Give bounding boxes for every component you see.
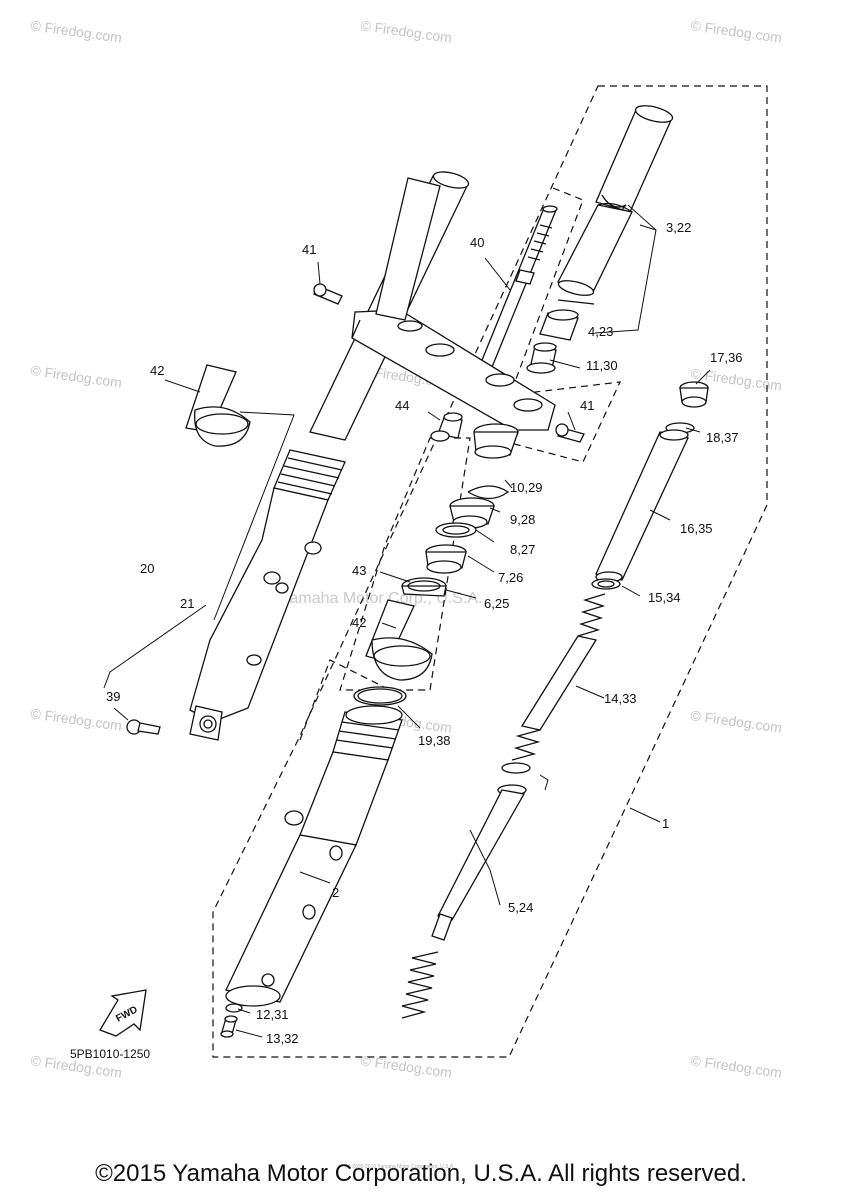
fwd-arrow: FWD [99, 989, 147, 1037]
callout-11-30: 11,30 [586, 358, 618, 373]
callout-15-34: 15,34 [648, 590, 681, 605]
copyright-notice: ©2015 Yamaha Motor Corporation, U.S.A. A… [95, 1160, 747, 1187]
callout-14-33: 14,33 [604, 691, 637, 706]
outline-lower-tube [299, 659, 391, 741]
callout-7-26: 7,26 [498, 570, 523, 585]
callout-10-29: 10,29 [510, 480, 543, 495]
ring-part-43 [401, 577, 447, 597]
spacer-part-16 [595, 429, 689, 583]
clip-part-9 [467, 485, 510, 500]
bushing-part-4 [539, 309, 579, 341]
callout-9-28: 9,28 [510, 512, 535, 527]
washer-part-15 [591, 578, 621, 590]
callout-8-27: 8,27 [510, 542, 535, 557]
watermark-top-right: © Firedog.com [690, 17, 783, 46]
callout-20: 20 [140, 561, 154, 576]
outline-assembly-1 [212, 85, 768, 1058]
callout-13-32: 13,32 [266, 1031, 299, 1046]
cover-part-42-upper [185, 364, 251, 447]
parts: FWD [99, 105, 709, 1038]
cap-part-44 [430, 412, 463, 442]
callout-21: 21 [180, 596, 194, 611]
lower-tube-part-2 [225, 705, 403, 1007]
damper-rod-part-5 [401, 762, 531, 1019]
callout-44: 44 [395, 398, 409, 413]
callout-39: 39 [106, 689, 120, 704]
watermark-top-left: © Firedog.com [30, 17, 123, 46]
callout-41-upper: 41 [302, 242, 316, 257]
callout-17-36: 17,36 [710, 350, 743, 365]
drain-bolt-part-13 [220, 1015, 238, 1038]
callout-43: 43 [352, 563, 366, 578]
watermark-left-1: © Firedog.com [30, 362, 123, 391]
washer-part-7 [435, 522, 477, 538]
o-ring-part-19 [353, 686, 407, 706]
cap-bolt-part-17 [679, 381, 709, 408]
callout-18-37: 18,37 [706, 430, 739, 445]
outline-upper-tube [479, 187, 621, 463]
watermark-top-mid: © Firedog.com [360, 17, 453, 46]
seal-part-8 [449, 497, 495, 529]
bolt-part-41-upper [313, 283, 343, 305]
watermarks: © Firedog.com © Firedog.com © Firedog.co… [30, 17, 783, 1081]
oil-seal-part-10 [473, 423, 519, 459]
callout-42-lower: 42 [352, 615, 366, 630]
bolt-part-41-lower [555, 423, 585, 443]
callout-3-22: 3,22 [666, 220, 691, 235]
watermark-right-2: © Firedog.com [690, 707, 783, 736]
fork-spring-part-14 [511, 593, 606, 761]
callout-40: 40 [470, 235, 484, 250]
watermark-center: Yamaha Motor Corp., U.S.A. [280, 590, 482, 607]
callout-labels: 3,22 4,23 11,30 40 41 41 42 44 17,36 18,… [70, 220, 743, 1170]
callout-1: 1 [662, 816, 669, 831]
callout-16-35: 16,35 [680, 521, 713, 536]
callout-5-24: 5,24 [508, 900, 533, 915]
leader-lines [103, 204, 711, 1038]
bushing-part-6 [425, 544, 467, 574]
washer-part-12 [225, 1003, 243, 1013]
cover-part-42-lower [365, 599, 433, 681]
small-print: (c) 2005-2015 Yamaha Motor Corporation, … [345, 1164, 455, 1170]
diagram-code: 5PB1010-1250 [70, 1047, 150, 1061]
callout-4-23: 4,23 [588, 324, 613, 339]
watermark-left-2: © Firedog.com [30, 705, 123, 734]
callout-2: 2 [332, 885, 339, 900]
callout-6-25: 6,25 [484, 596, 509, 611]
watermark-bottom-right: © Firedog.com [690, 1052, 783, 1081]
callout-41-lower: 41 [580, 398, 594, 413]
callout-42-upper: 42 [150, 363, 164, 378]
callout-19-38: 19,38 [418, 733, 451, 748]
inner-tube-part-3 [557, 105, 674, 305]
callout-12-31: 12,31 [256, 1007, 289, 1022]
triple-clamp [351, 177, 556, 431]
collar-part-11 [526, 342, 557, 374]
bolt-part-39 [126, 719, 161, 735]
